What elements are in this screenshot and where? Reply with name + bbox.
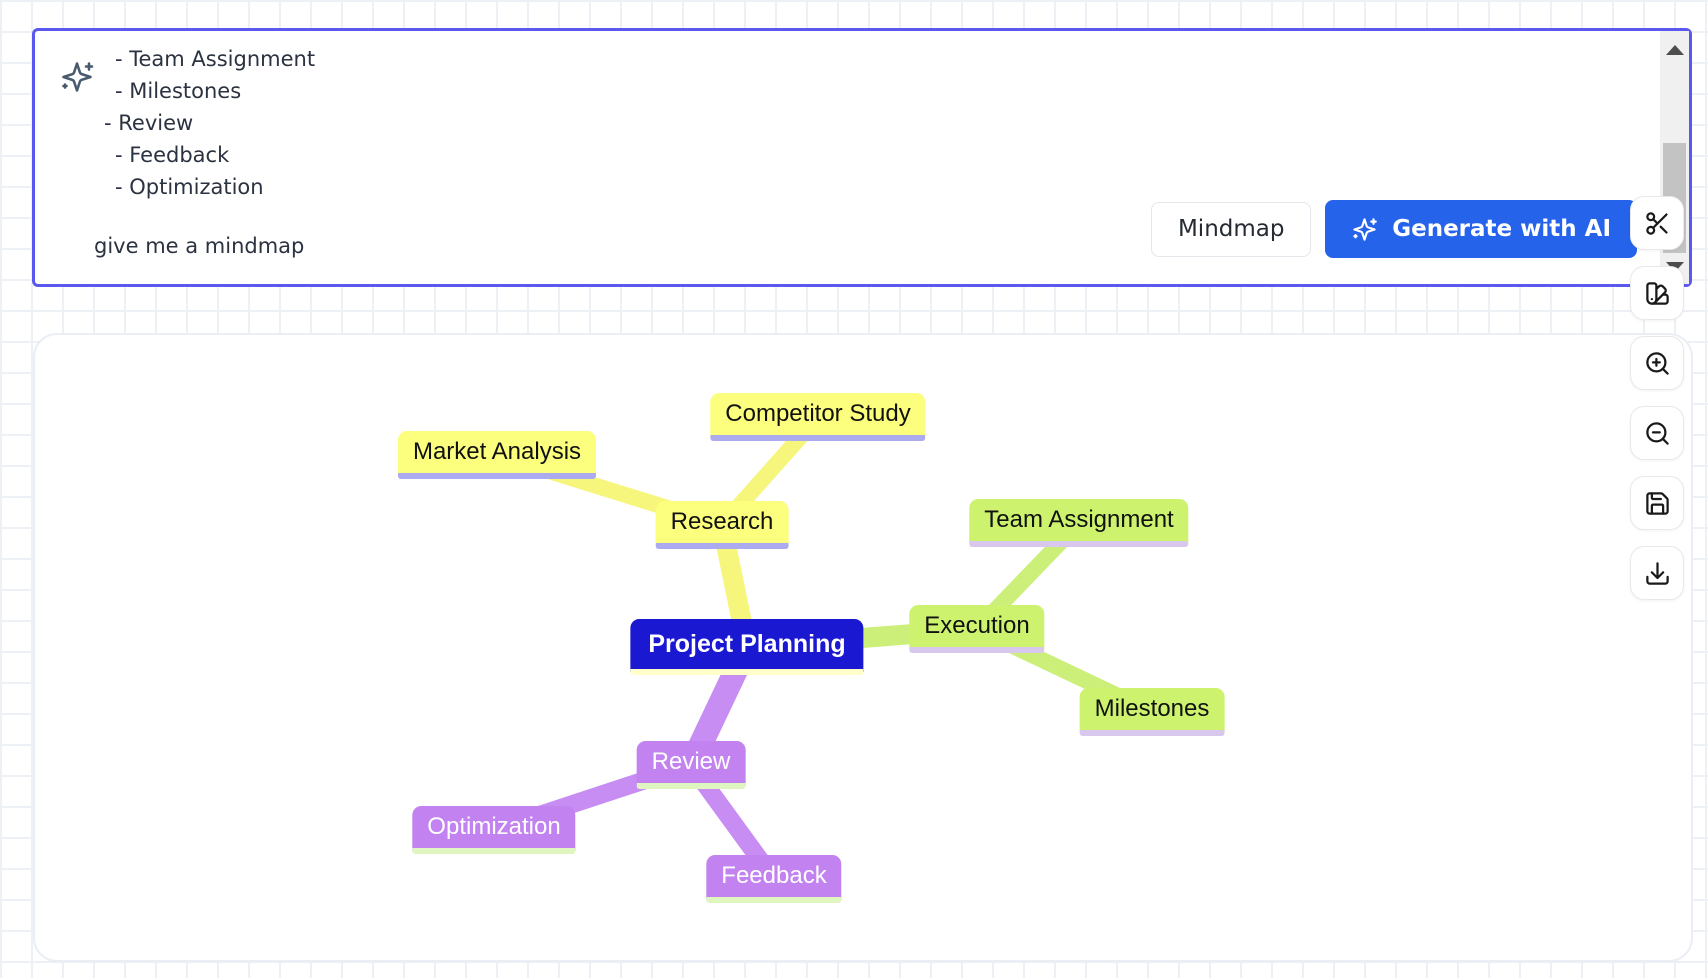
prompt-instruction-text: give me a mindmap [94, 234, 305, 258]
zoom-out-icon [1645, 421, 1669, 445]
download-icon [1645, 561, 1669, 585]
prompt-outline-line: - Optimization [115, 175, 264, 199]
theme-button[interactable] [1630, 266, 1684, 320]
mindmap-node-execution[interactable]: Execution [909, 605, 1045, 653]
cut-button[interactable] [1630, 196, 1684, 250]
prompt-actions: Mindmap Generate with AI [1151, 200, 1637, 258]
mindmap-node-team-assignment[interactable]: Team Assignment [969, 499, 1189, 547]
zoom-out-button[interactable] [1630, 406, 1684, 460]
download-button[interactable] [1630, 546, 1684, 600]
prompt-outline-line: - Team Assignment [115, 47, 316, 71]
scroll-up-arrow-icon[interactable] [1665, 45, 1684, 55]
swatch-icon [1645, 281, 1669, 305]
mindmap-node-feedback[interactable]: Feedback [706, 855, 842, 903]
mindmap-type-button[interactable]: Mindmap [1151, 201, 1312, 257]
mindmap-node-optimization[interactable]: Optimization [412, 806, 576, 854]
generate-with-ai-button[interactable]: Generate with AI [1325, 200, 1637, 258]
scissors-icon [1645, 211, 1668, 235]
prompt-outline-line: - Feedback [115, 143, 230, 167]
generate-button-label: Generate with AI [1392, 216, 1611, 242]
save-button[interactable] [1630, 476, 1684, 530]
save-icon [1645, 491, 1669, 515]
canvas-toolbar [1630, 196, 1684, 600]
zoom-in-button[interactable] [1630, 336, 1684, 390]
sparkles-icon [1351, 216, 1378, 243]
mindmap-canvas[interactable]: Project Planning Research Market Analysis C… [33, 333, 1693, 962]
mindmap-node-review[interactable]: Review [636, 741, 746, 789]
mindmap-node-milestones[interactable]: Milestones [1079, 688, 1225, 736]
prompt-outline-line: - Review [104, 111, 194, 135]
ai-prompt-panel[interactable]: - Team Assignment - Milestones - Review - F… [32, 28, 1692, 287]
mindmap-node-project-planning[interactable]: Project Planning [630, 619, 864, 675]
mindmap-node-research[interactable]: Research [655, 501, 789, 549]
mindmap-node-market-analysis[interactable]: Market Analysis [397, 431, 597, 479]
prompt-outline-line: - Milestones [115, 79, 242, 103]
prompt-outline-text: - Team Assignment - Milestones - Review - F… [103, 43, 1629, 203]
mindmap-node-competitor-study[interactable]: Competitor Study [710, 393, 926, 441]
zoom-in-icon [1645, 351, 1669, 375]
sparkles-icon [59, 59, 95, 95]
